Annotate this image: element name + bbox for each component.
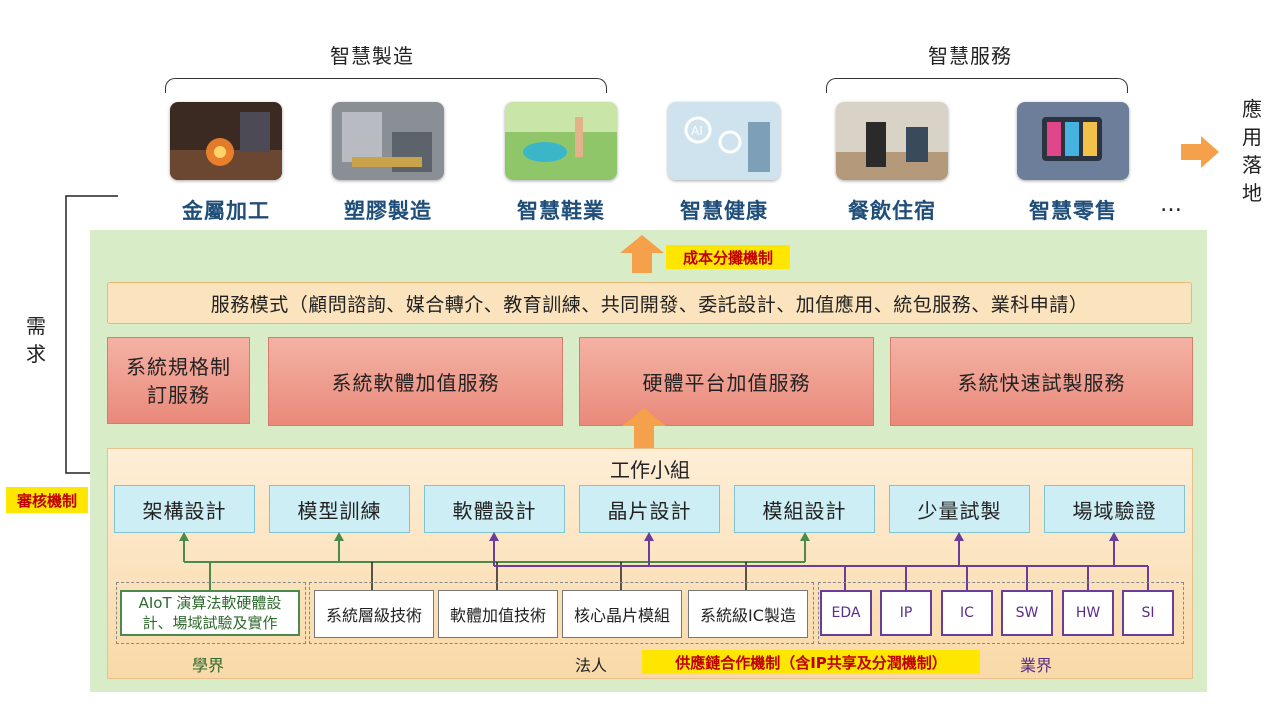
app-label-2: 智慧鞋業 [517,199,605,223]
more-ellipsis: … [1160,192,1182,217]
svg-text:AI: AI [691,124,703,138]
industry-item-eda: EDA [820,590,872,636]
review-mechanism-tag: 審核機制 [6,487,88,513]
bracket-services [826,78,1128,93]
plastics-factory-photo [332,102,444,180]
demand-label: 需求 [26,314,46,366]
task-chip: 晶片設計 [579,485,720,533]
supply-chain-tag: 供應鏈合作機制（含IP共享及分潤機制） [642,650,980,674]
service-model-bar: 服務模式（顧問諮詢、媒合轉介、教育訓練、共同開發、委託設計、加值應用、統包服務、… [107,282,1192,324]
group-title-manufacturing: 智慧製造 [330,44,414,68]
task-module: 模組設計 [734,485,875,533]
legal-item-software-tech: 軟體加值技術 [438,590,558,638]
task-field-validation: 場域驗證 [1044,485,1185,533]
app-label-4: 餐飲住宿 [848,199,936,223]
industry-label: 業界 [1020,656,1053,675]
health-tech-photo: AI [668,102,780,180]
legal-group-frame [309,582,814,644]
task-architecture: 架構設計 [114,485,255,533]
cost-up-arrow-icon [620,235,664,273]
service-block-software: 系統軟體加值服務 [268,337,563,426]
app-label-5: 智慧零售 [1029,199,1117,223]
cost-mechanism-tag: 成本分攤機制 [666,245,790,269]
academia-label: 學界 [192,656,225,675]
industry-item-sw: SW [1001,590,1053,636]
metal-processing-photo [170,102,282,180]
app-label-0: 金屬加工 [182,199,270,223]
service-block-hardware: 硬體平台加值服務 [579,337,874,426]
legal-item-system-tech: 系統層級技術 [314,590,434,638]
academia-group-frame [116,582,306,644]
landing-label: 應用落地 [1242,97,1262,205]
hotel-robot-photo [836,102,948,180]
task-software: 軟體設計 [424,485,565,533]
landing-arrow-icon [1181,136,1219,168]
legal-item-core-chip: 核心晶片模組 [562,590,682,638]
industry-item-hw: HW [1062,590,1114,636]
service-block-prototype: 系統快速試製服務 [890,337,1193,426]
academia-box: AIoT 演算法軟硬體設計、場域試驗及實作 [120,590,300,636]
industry-item-ip: IP [880,590,932,636]
group-title-services: 智慧服務 [928,44,1012,68]
task-pilot-production: 少量試製 [889,485,1030,533]
workgroup-up-arrow-icon [622,408,666,450]
industry-item-ic: IC [941,590,993,636]
running-shoe-photo [505,102,617,180]
app-label-1: 塑膠製造 [344,199,432,223]
legal-item-system-ic: 系統級IC製造 [688,590,808,638]
app-label-3: 智慧健康 [680,199,768,223]
industry-group-frame [818,582,1184,644]
retail-tablet-photo [1017,102,1129,180]
task-model-training: 模型訓練 [269,485,410,533]
work-group-title: 工作小組 [610,457,690,482]
legal-label: 法人 [575,656,608,675]
bracket-manufacturing [165,78,607,93]
service-block-spec: 系統規格制訂服務 [107,337,250,424]
industry-item-si: SI [1122,590,1174,636]
